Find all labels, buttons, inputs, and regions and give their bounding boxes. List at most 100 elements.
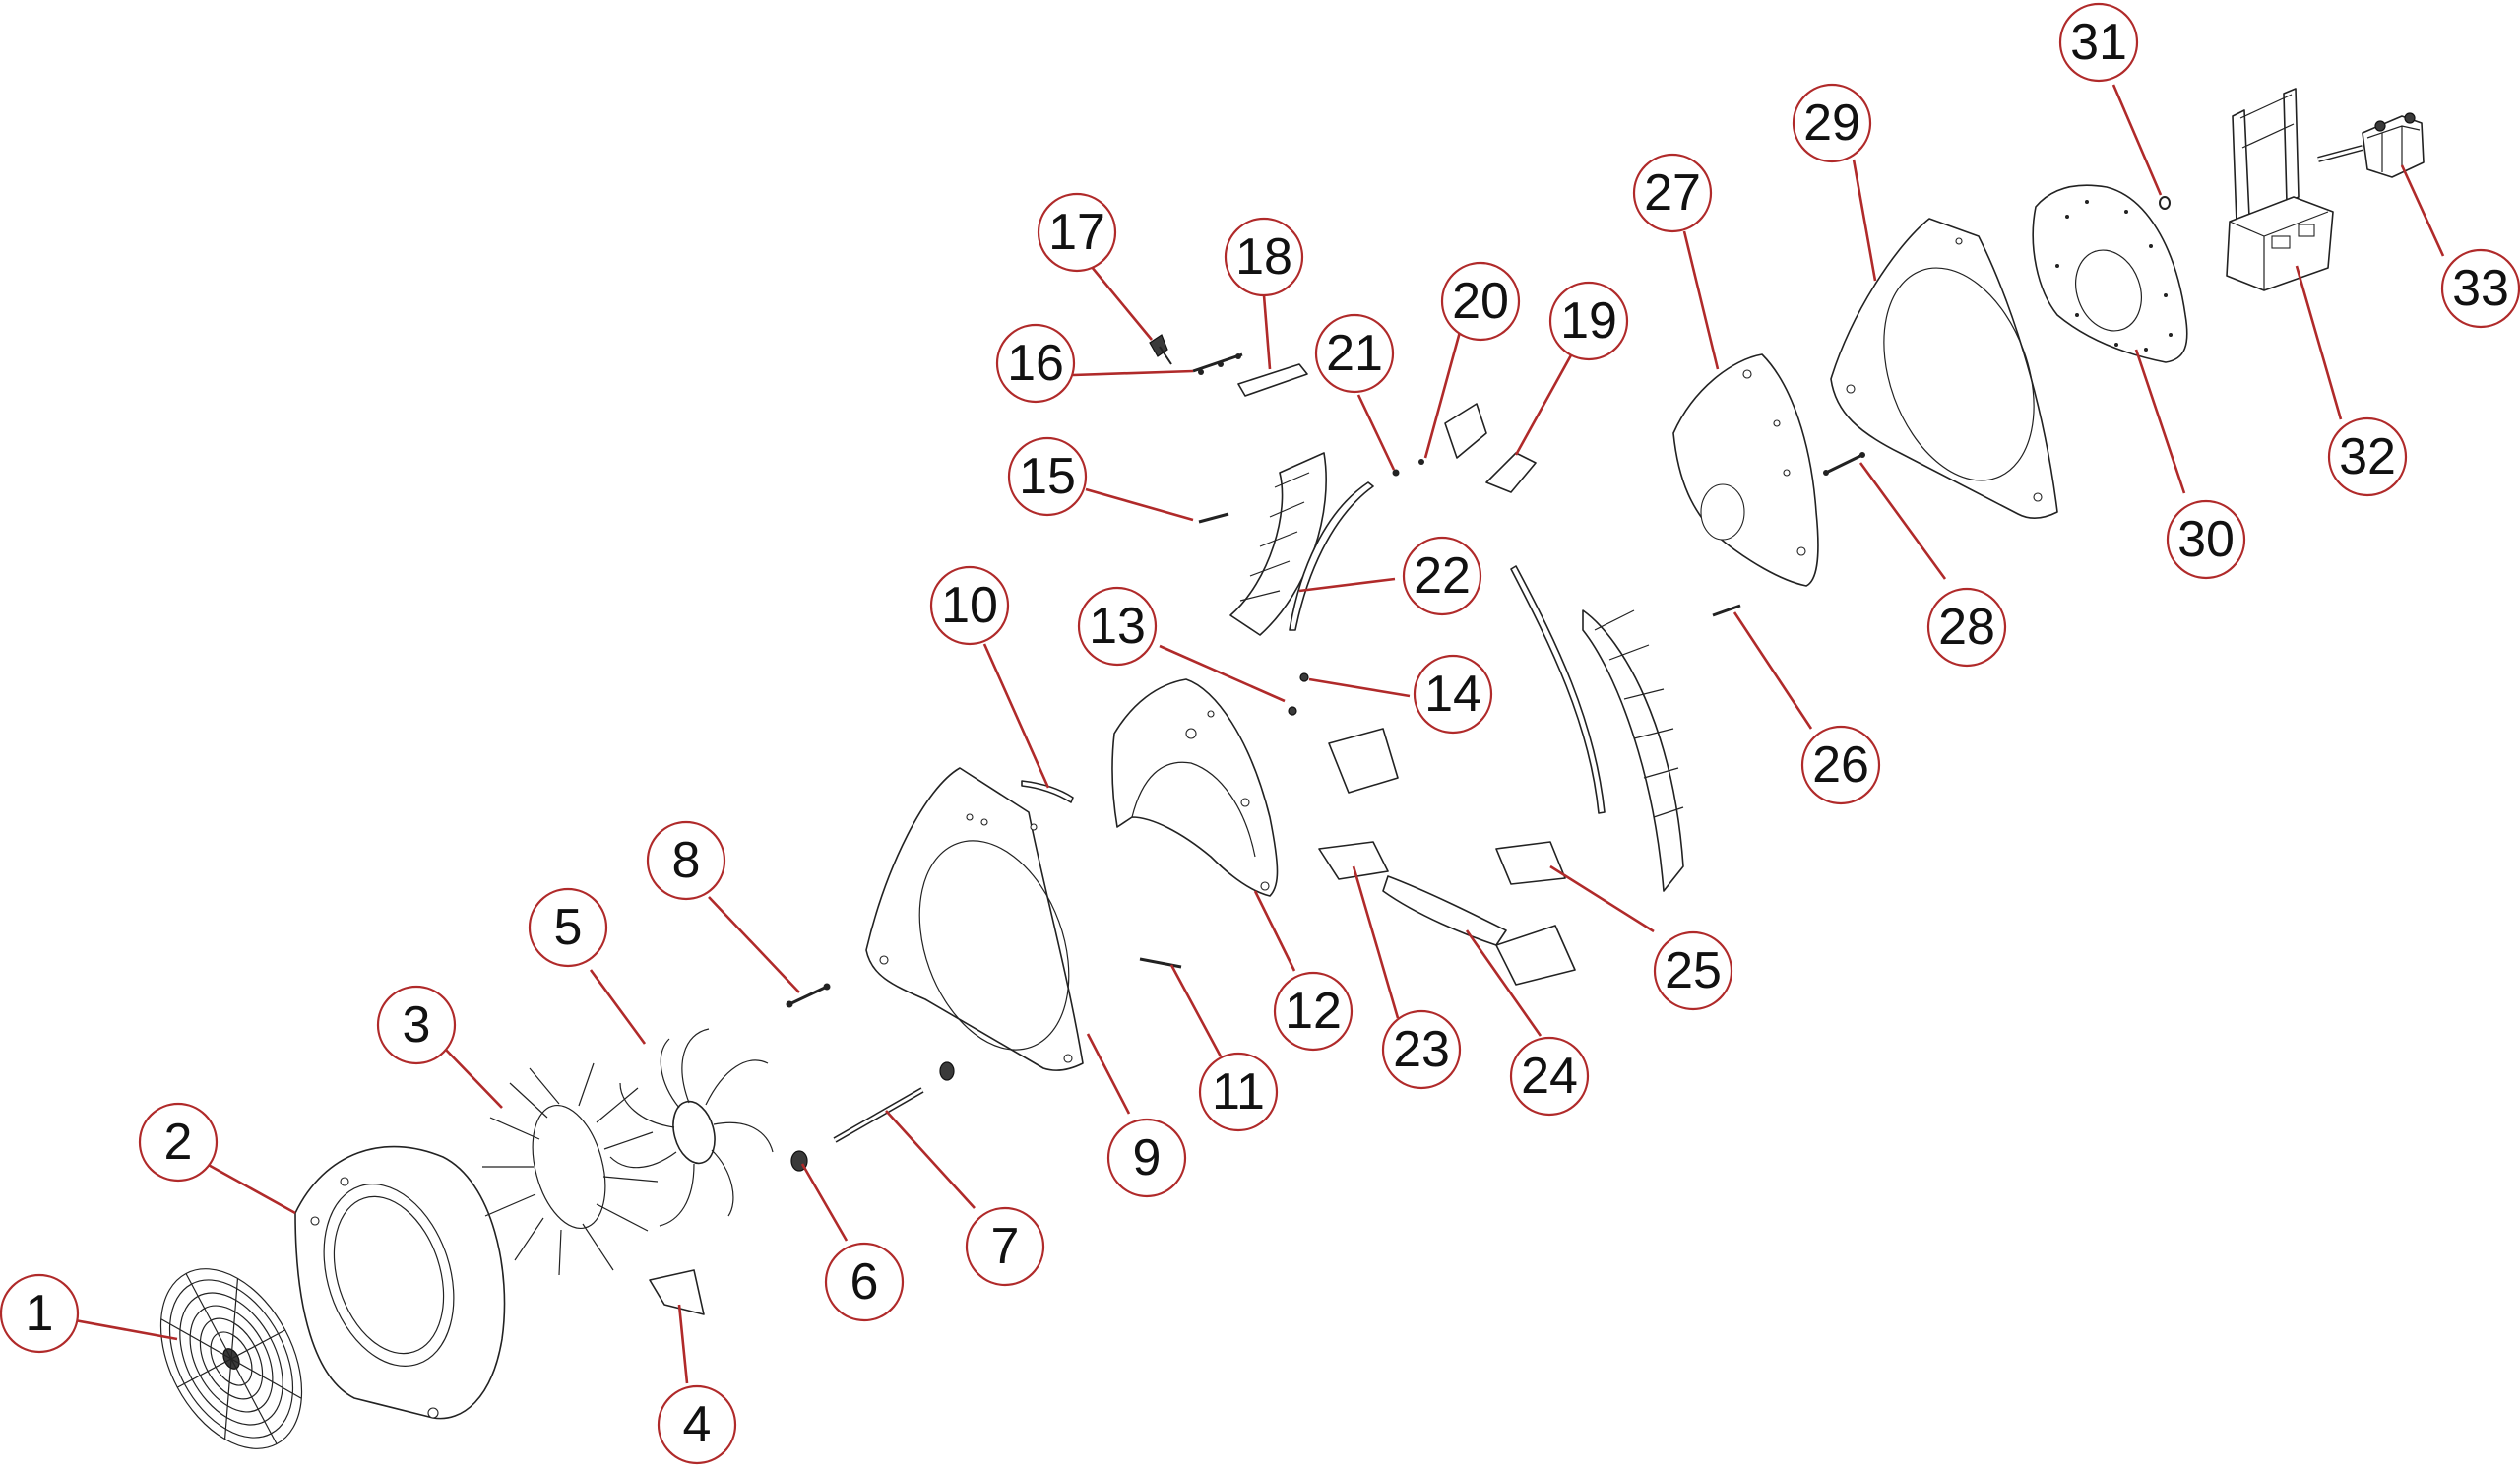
svg-text:13: 13: [1089, 598, 1146, 655]
part-screw-14: [1299, 672, 1309, 682]
callout-33: 33: [2440, 248, 2520, 329]
leader-2: [204, 1161, 296, 1215]
leader-4: [677, 1304, 689, 1384]
leader-5: [589, 969, 647, 1045]
callout-20: 20: [1440, 261, 1521, 342]
part-plate-mid-upper: [1328, 728, 1399, 794]
leader-15: [1085, 487, 1194, 522]
callout-25: 25: [1653, 930, 1733, 1011]
part-rod-11: [1139, 957, 1182, 969]
callout-19: 19: [1548, 281, 1629, 361]
svg-text:26: 26: [1812, 736, 1869, 794]
leader-1: [63, 1316, 178, 1341]
part-gearbox-33: [2317, 112, 2425, 178]
part-pin-8: [786, 983, 831, 1008]
part-screw-21: [1392, 469, 1400, 477]
part-rail-right: [1510, 565, 1606, 814]
svg-text:15: 15: [1019, 448, 1076, 505]
part-connector-17: [1149, 334, 1172, 365]
callout-32: 32: [2327, 416, 2408, 497]
part-side-plate-9: [865, 767, 1084, 1071]
part-back-plate-30: [2032, 184, 2188, 363]
callout-28: 28: [1926, 587, 2007, 668]
leader-21: [1356, 394, 1396, 471]
part-fin-assembly-left: [1229, 452, 1327, 636]
svg-text:2: 2: [164, 1114, 193, 1171]
part-rod-26: [1712, 604, 1741, 617]
svg-text:7: 7: [991, 1218, 1020, 1275]
leader-19: [1514, 352, 1574, 456]
part-pin-15: [1198, 512, 1229, 524]
leader-32: [2295, 265, 2343, 420]
callout-8: 8: [646, 820, 726, 901]
part-bracket-19: [1485, 452, 1537, 493]
callout-10: 10: [929, 565, 1010, 646]
leader-29: [1852, 159, 1877, 282]
leader-3: [442, 1046, 503, 1109]
part-front-plate-27: [1672, 353, 1819, 587]
part-impeller: [609, 1028, 774, 1227]
callout-9: 9: [1106, 1118, 1187, 1198]
callout-12: 12: [1273, 971, 1354, 1052]
callout-13: 13: [1077, 586, 1158, 667]
svg-text:4: 4: [683, 1396, 712, 1453]
callout-16: 16: [995, 323, 1076, 404]
part-bracket-20: [1444, 403, 1487, 459]
callout-1: 1: [0, 1273, 80, 1354]
svg-text:5: 5: [554, 899, 583, 956]
callout-14: 14: [1413, 654, 1493, 735]
leader-22: [1298, 577, 1396, 593]
svg-text:6: 6: [850, 1253, 879, 1311]
svg-text:27: 27: [1644, 164, 1701, 222]
svg-text:17: 17: [1048, 204, 1105, 261]
callout-5: 5: [528, 887, 608, 968]
callout-27: 27: [1632, 153, 1713, 233]
svg-text:3: 3: [403, 996, 431, 1054]
svg-text:1: 1: [26, 1285, 54, 1342]
svg-text:30: 30: [2177, 511, 2235, 568]
leader-18: [1262, 294, 1272, 370]
callout-22: 22: [1402, 536, 1482, 616]
part-fin-assembly-right: [1582, 609, 1684, 892]
leader-12: [1253, 890, 1296, 972]
leader-16: [1072, 369, 1194, 377]
svg-text:22: 22: [1414, 547, 1471, 605]
leader-17: [1085, 260, 1154, 341]
leader-30: [2134, 349, 2186, 494]
part-small-bracket: [649, 1269, 705, 1315]
part-rail-22: [1289, 481, 1374, 631]
callout-15: 15: [1007, 436, 1088, 517]
callout-24: 24: [1509, 1036, 1590, 1117]
part-plate-24: [1382, 875, 1507, 946]
callout-6: 6: [824, 1242, 905, 1322]
parts-layer: [159, 88, 2425, 1449]
svg-text:25: 25: [1665, 942, 1722, 999]
callout-31: 31: [2058, 2, 2139, 83]
svg-text:31: 31: [2070, 14, 2127, 71]
part-cover-18: [1237, 363, 1308, 397]
leader-27: [1682, 230, 1720, 370]
leader-13: [1159, 644, 1286, 703]
svg-text:23: 23: [1393, 1021, 1450, 1078]
svg-text:20: 20: [1452, 273, 1509, 330]
leader-23: [1352, 865, 1400, 1019]
leader-lines: [63, 84, 2445, 1384]
part-mid-plate-12: [1111, 678, 1279, 897]
part-fan-shroud: [294, 1145, 506, 1420]
svg-text:29: 29: [1803, 95, 1860, 152]
callout-26: 26: [1800, 725, 1881, 805]
svg-text:10: 10: [941, 577, 998, 634]
leader-26: [1732, 611, 1813, 730]
leader-33: [2400, 164, 2445, 257]
callout-7: 7: [965, 1206, 1045, 1287]
leader-8: [708, 896, 800, 993]
part-fan-guard: [159, 1268, 303, 1449]
svg-text:33: 33: [2452, 260, 2509, 317]
callout-2: 2: [138, 1102, 219, 1183]
svg-text:14: 14: [1424, 666, 1481, 723]
part-pin-28: [1823, 452, 1865, 476]
leader-14: [1308, 677, 1411, 698]
svg-text:16: 16: [1007, 335, 1064, 392]
svg-text:12: 12: [1285, 983, 1342, 1040]
